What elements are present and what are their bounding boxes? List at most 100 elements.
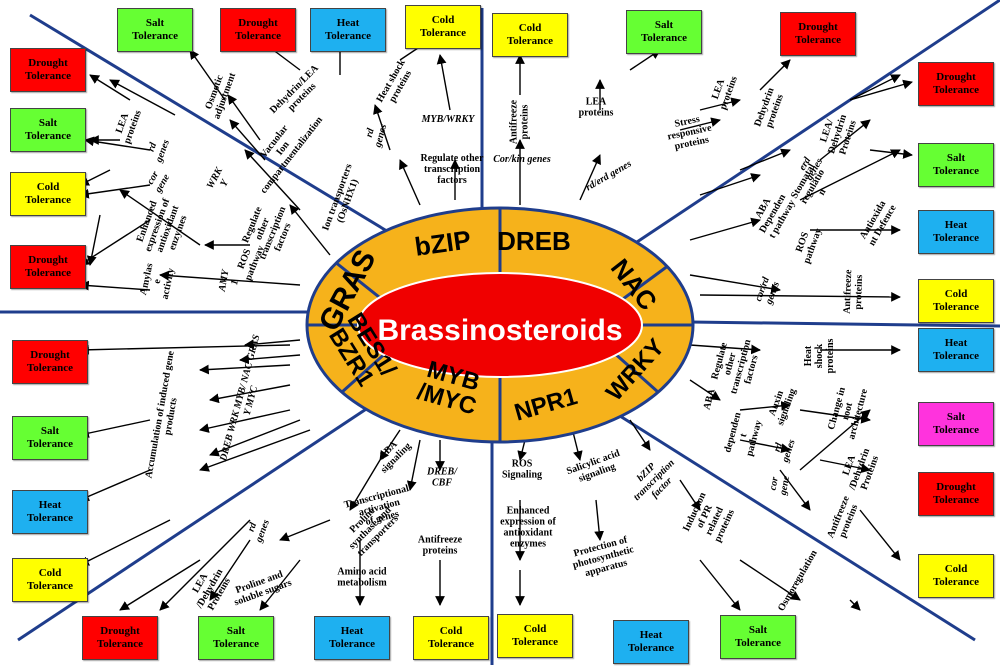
tolerance-box-cold: Cold Tolerance: [918, 554, 994, 598]
mechanism-label: Amylaseactivity: [138, 262, 177, 300]
tolerance-box-salt: Salt Tolerance: [12, 416, 88, 460]
arrow: [244, 149, 301, 211]
mechanism-label: cor/rdgenes: [753, 275, 783, 307]
mechanism-label: Antifreezeproteins: [842, 269, 866, 315]
arrow: [119, 559, 201, 611]
arrow: [869, 149, 913, 159]
mechanism-label: ROSpathway: [791, 223, 824, 265]
tolerance-box-salt: Salt Tolerance: [10, 108, 86, 152]
mechanism-label: LEAproteins: [111, 105, 144, 145]
mechanism-label: Inductionof PRrelatedproteins: [681, 490, 739, 547]
arrow: [189, 49, 226, 101]
tolerance-box-cold: Cold Tolerance: [10, 172, 86, 216]
mechanism-label: Change inrootarchitecture: [825, 382, 870, 441]
tolerance-box-drought: Drought Tolerance: [220, 8, 296, 52]
tolerance-box-heat: Heat Tolerance: [310, 8, 386, 52]
arrow: [199, 409, 291, 433]
arrow: [689, 217, 761, 241]
ring-divider: [340, 353, 385, 394]
mechanism-label: MYB/WRKY: [421, 114, 476, 125]
arrow: [159, 519, 251, 611]
mechanism-label: ROSpathway: [233, 240, 267, 282]
tolerance-box-cold: Cold Tolerance: [405, 5, 481, 49]
tolerance-box-saltpink: Salt Tolerance: [918, 402, 994, 446]
center-ellipse: [357, 272, 643, 378]
arrow: [699, 173, 761, 196]
mechanism-label: Protection ofphotosyntheticapparatus: [569, 533, 639, 581]
tolerance-box-drought: Drought Tolerance: [12, 340, 88, 384]
tolerance-box-cold: Cold Tolerance: [12, 558, 88, 602]
mechanism-label: Salicylic acidsignaling: [565, 448, 625, 488]
arrow: [84, 136, 151, 151]
tolerance-box-salt: Salt Tolerance: [626, 10, 702, 54]
tolerance-box-heat: Heat Tolerance: [918, 210, 994, 254]
mechanism-label: LEAproteins: [707, 71, 740, 111]
arrow: [759, 59, 791, 91]
ring-spokes: [307, 208, 693, 442]
arrow: [579, 154, 601, 201]
arrow: [406, 439, 421, 491]
arrow: [209, 384, 291, 404]
mechanism-label: rdgenes: [769, 435, 797, 465]
tolerance-box-drought: Drought Tolerance: [918, 62, 994, 106]
arrow: [279, 519, 331, 542]
mechanism-label: corgene: [143, 166, 173, 195]
tolerance-box-cold: Cold Tolerance: [497, 614, 573, 658]
tolerance-box-drought: Drought Tolerance: [10, 245, 86, 289]
arrow: [859, 509, 901, 561]
mechanism-label: Osmoticadjustment: [201, 67, 238, 121]
arrow: [799, 409, 871, 424]
mechanism-label: Dehydrin/LEAproteins: [268, 62, 329, 123]
arrow: [209, 539, 251, 601]
mechanism-label: Antifreezeproteins: [825, 494, 862, 544]
arrow: [849, 599, 861, 611]
ring-divider: [622, 265, 669, 301]
tolerance-box-heat: Heat Tolerance: [613, 620, 689, 664]
family-label-dreb: DREB: [497, 226, 571, 256]
arrow: [79, 280, 151, 291]
mechanism-label: Proline andsoluble sugars: [229, 567, 293, 608]
arrow: [436, 54, 451, 111]
arrow: [79, 519, 171, 566]
ring-divider: [615, 353, 660, 394]
arrow: [739, 148, 791, 171]
arrow: [689, 379, 721, 401]
arrows: [79, 39, 913, 611]
mechanism-label: corgene: [767, 473, 792, 498]
tolerance-box-drought: Drought Tolerance: [780, 12, 856, 56]
arrow: [799, 409, 871, 471]
arrow: [239, 354, 301, 365]
mechanism-label: VacuolarIoncompartmentalization: [241, 101, 325, 196]
mechanism-label: Dehydrinproteins: [752, 86, 787, 132]
mechanism-label: rdgenes: [143, 134, 172, 164]
arrow: [689, 344, 761, 355]
arrow: [199, 429, 311, 472]
arrow: [799, 149, 901, 201]
arrow: [109, 79, 176, 116]
mechanism-label: Regulateothertranscriptionfactors: [707, 332, 764, 398]
arrow: [849, 74, 901, 101]
arrow: [739, 439, 791, 454]
mechanism-label: LEA/DehydrinProteins: [836, 443, 882, 496]
tolerance-box-drought: Drought Tolerance: [10, 48, 86, 92]
arrow: [119, 189, 201, 246]
mechanism-label: rdgenes: [362, 120, 390, 149]
divider-line: [554, 373, 976, 642]
arrow: [349, 459, 381, 511]
mechanism-label: Heat shockproteins: [374, 57, 417, 110]
mechanism-label: Enhancedexpression ofantioxidantenzymes: [132, 193, 193, 261]
mechanism-label: ABAsignaling: [371, 433, 414, 476]
arrow: [689, 274, 781, 294]
arrow: [79, 219, 151, 266]
arrow: [779, 469, 811, 511]
mechanism-label: Stressresponsiveproteins: [664, 112, 715, 154]
arrow: [373, 104, 391, 151]
arrow: [849, 79, 913, 101]
